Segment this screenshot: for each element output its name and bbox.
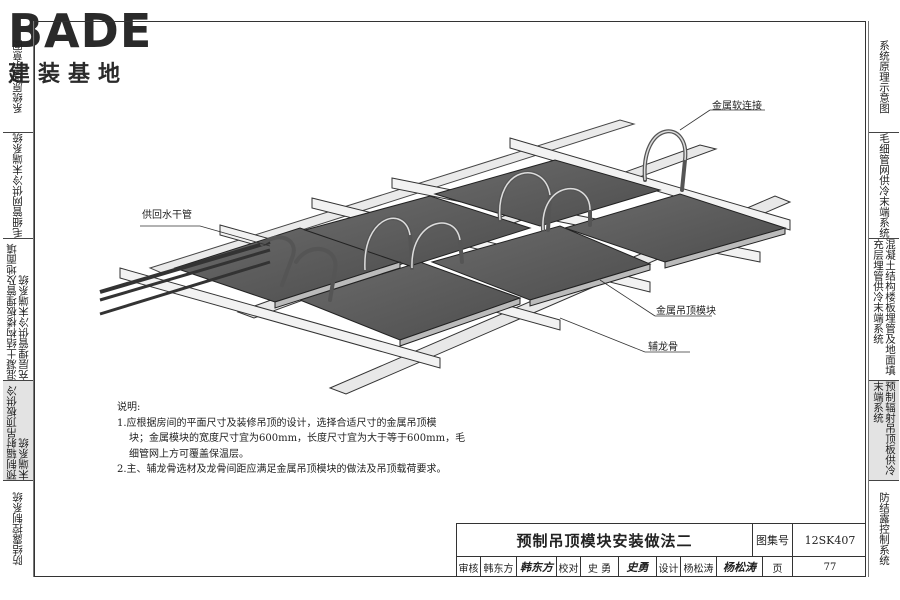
callout-metal-hose: 金属软连接 [712, 101, 762, 112]
reviewer-signature: 韩东方 [517, 557, 557, 577]
callout-secondary-keel: 辅龙骨 [648, 342, 678, 353]
ceiling-panel [433, 159, 662, 227]
design-label: 设计 [657, 557, 681, 577]
drawing-frame [34, 21, 866, 577]
right-tab-capillary[interactable]: 毛细管网供冷末端系统 [869, 133, 899, 239]
supply-return-pipes [99, 240, 271, 316]
review-label: 审核 [457, 557, 481, 577]
ceiling-panel [303, 195, 532, 267]
title-row: 预制吊顶模块安装做法二 图集号 12SK407 [457, 524, 866, 557]
left-tab-capillary[interactable]: 毛细管网供冷末端系统 [3, 133, 33, 239]
left-tab-principle[interactable]: 系统原理示意图 [3, 21, 33, 133]
right-tab-label: 系统原理示意图 [878, 39, 890, 114]
check-label: 校对 [557, 557, 581, 577]
right-tab-ceiling[interactable]: 预制辐射吊顶板供冷末端系统 [869, 381, 899, 481]
reviewer-name: 韩东方 [481, 557, 517, 577]
notes-block: 说明: 1.应根据房间的平面尺寸及装修吊顶的设计，选择合适尺寸的金属吊顶模 块；… [117, 400, 465, 478]
notes-line: 块；金属模块的宽度尺寸宜为600mm，长度尺寸宜为大于等于600mm，毛 [129, 433, 466, 444]
drawing-title: 预制吊顶模块安装做法二 [457, 524, 753, 556]
left-tab-column: 系统原理示意图 毛细管网供冷末端系统 混凝土结构楼板埋管及地面填充层埋管供冷末端… [3, 21, 34, 577]
left-tab-concrete[interactable]: 混凝土结构楼板埋管及地面填充层埋管供冷末端系统 [3, 239, 33, 381]
atlas-number-label: 图集号 [753, 524, 793, 556]
designer-name: 杨松涛 [681, 557, 717, 577]
right-tab-column: 系统原理示意图 毛细管网供冷末端系统 混凝土结构楼板埋管及地面填充层埋管供冷末端… [868, 21, 899, 577]
logo-en-text: BADE [8, 4, 153, 58]
notes-line: 2.主、辅龙骨选材及龙骨间距应满足金属吊顶模块的做法及吊顶载荷要求。 [117, 464, 447, 475]
atlas-number-value: 12SK407 [804, 533, 856, 547]
right-tab-condensation[interactable]: 防结露控制系统 [869, 481, 899, 577]
notes-line: 细管网上方可覆盖保温层。 [129, 448, 249, 460]
right-tab-label: 混凝土结构楼板埋管及地面填充层埋管供冷末端系统 [872, 239, 896, 376]
checker-signature: 史勇 [619, 557, 657, 577]
checker-name: 史 勇 [581, 557, 619, 577]
notes-line: 1.应根据房间的平面尺寸及装修吊顶的设计，选择合适尺寸的金属吊顶模 [117, 417, 437, 429]
right-tab-concrete[interactable]: 混凝土结构楼板埋管及地面填充层埋管供冷末端系统 [869, 239, 899, 381]
right-tab-label: 毛细管网供冷末端系统 [878, 133, 890, 238]
bade-logo: BADE 建装基地 [6, 4, 176, 87]
right-tab-principle[interactable]: 系统原理示意图 [869, 21, 899, 133]
left-tab-ceiling[interactable]: 预制辐射吊顶板供冷末端系统 [3, 381, 33, 481]
notes-heading: 说明: [117, 402, 141, 413]
page-label: 页 [763, 557, 793, 577]
designer-signature: 杨松涛 [717, 557, 763, 577]
callout-ceiling-module: 金属吊顶模块 [656, 306, 716, 317]
title-block: 预制吊顶模块安装做法二 图集号 12SK407 审核 韩东方 韩东方 校对 史 … [456, 523, 866, 577]
page-number: 77 [823, 561, 837, 573]
right-tab-label: 防结露控制系统 [878, 492, 890, 566]
logo-cn-text: 建装基地 [8, 62, 129, 87]
signature-row: 审核 韩东方 韩东方 校对 史 勇 史勇 设计 杨松涛 杨松涛 页 77 [457, 557, 866, 577]
right-tab-label: 预制辐射吊顶板供冷末端系统 [872, 381, 896, 476]
callout-supply-pipe: 供回水干管 [142, 210, 192, 221]
